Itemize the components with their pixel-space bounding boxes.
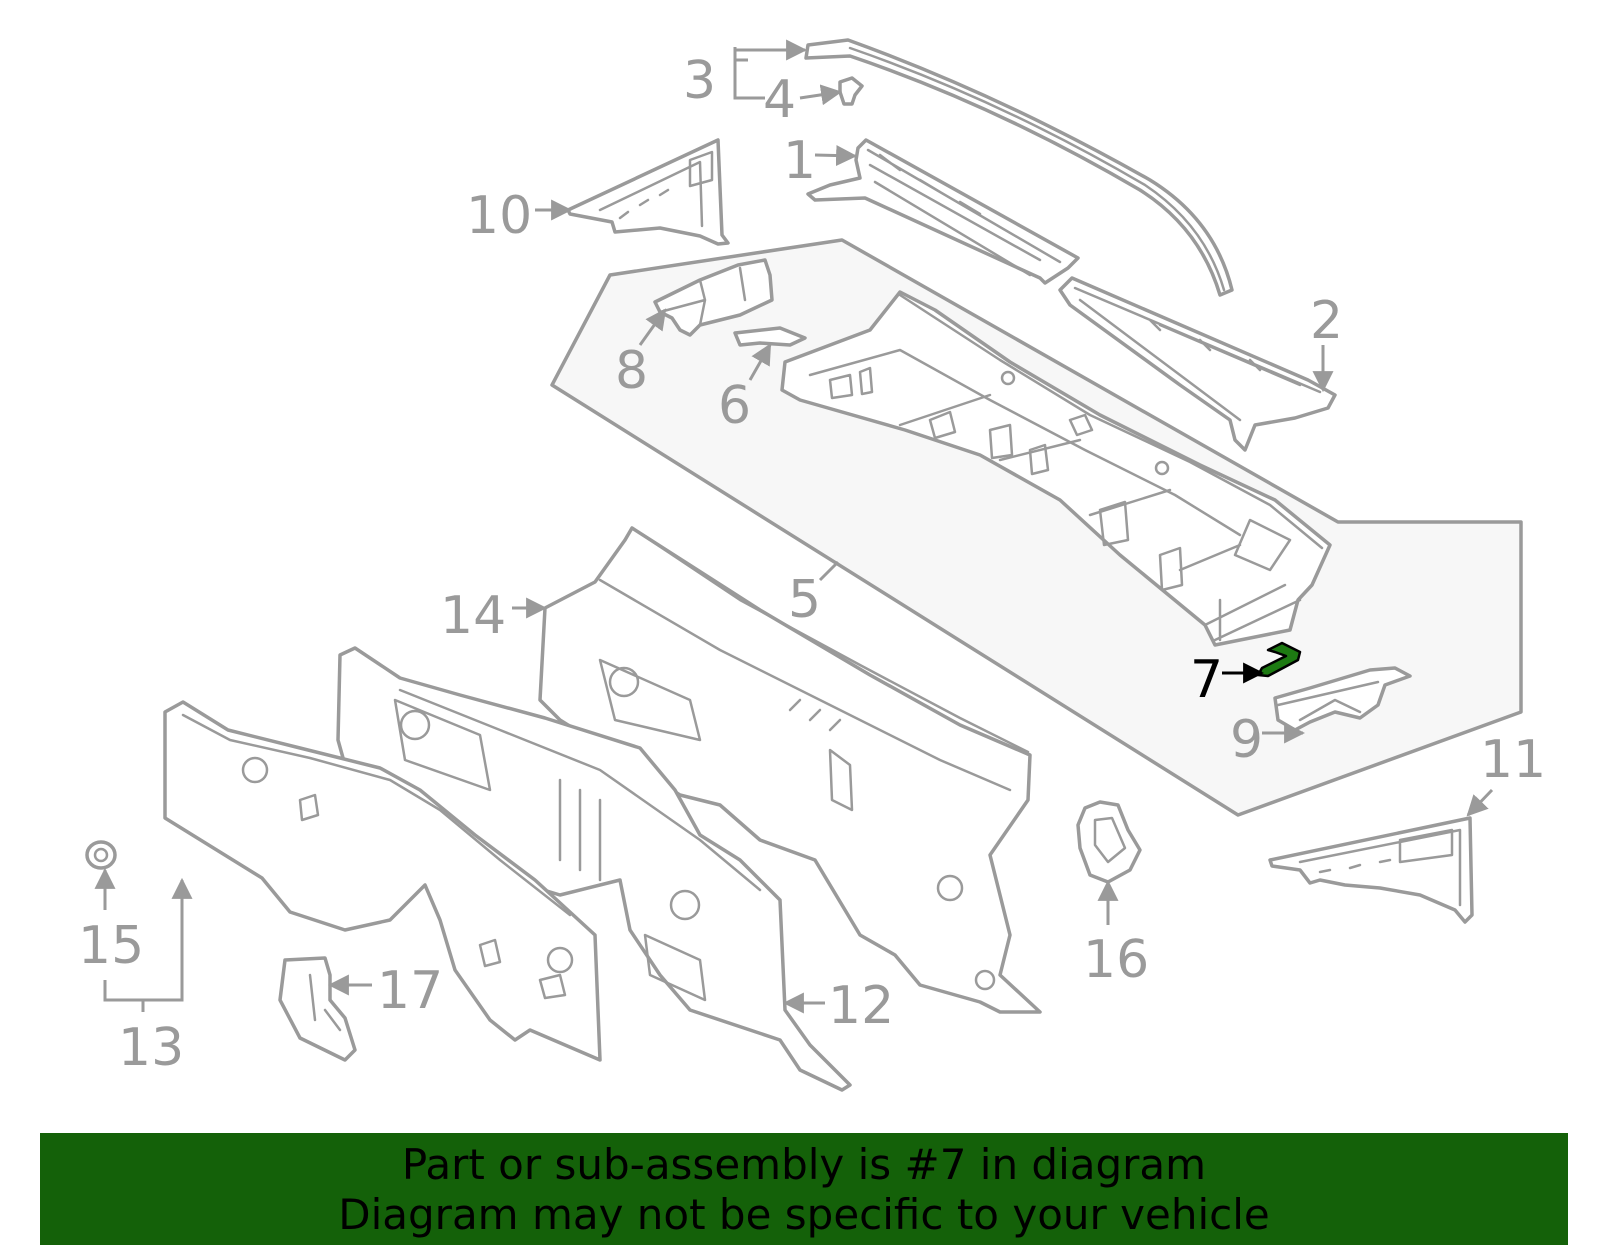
label-11: 11 <box>1480 730 1546 790</box>
part-16-boot[interactable] <box>1076 800 1142 884</box>
part-5-cowl-assembly[interactable] <box>780 290 1332 647</box>
label-5: 5 <box>788 570 821 630</box>
label-7: 7 <box>1190 650 1223 710</box>
label-14: 14 <box>440 586 506 646</box>
label-15: 15 <box>78 916 144 976</box>
part-6-small-bracket[interactable] <box>733 326 807 347</box>
label-8: 8 <box>615 341 648 401</box>
part-13-dash-insulator-front[interactable] <box>163 700 602 1062</box>
part-2-cowl-panel-right[interactable] <box>1058 276 1337 452</box>
label-4: 4 <box>763 70 796 130</box>
part-10-side-panel-left[interactable] <box>566 138 730 246</box>
label-3: 3 <box>683 51 716 111</box>
part-14-dash-panel[interactable] <box>538 526 1042 1014</box>
label-10: 10 <box>466 186 532 246</box>
part-17-bracket-lower[interactable] <box>278 956 357 1062</box>
part-3-cowl-top-reinforcement[interactable] <box>804 38 1234 297</box>
label-6: 6 <box>718 376 751 436</box>
part-11-side-panel-right[interactable] <box>1268 816 1474 924</box>
label-2: 2 <box>1310 291 1343 351</box>
label-17: 17 <box>377 961 443 1021</box>
label-12: 12 <box>828 976 894 1036</box>
part-15-grommet[interactable] <box>85 840 117 870</box>
part-4-clip[interactable] <box>838 76 864 106</box>
label-1: 1 <box>783 131 816 191</box>
banner-line-disclaimer: Diagram may not be specific to your vehi… <box>338 1190 1270 1239</box>
part-8-bracket[interactable] <box>653 258 774 337</box>
leader-lines <box>94 39 1494 1014</box>
label-16: 16 <box>1083 930 1149 990</box>
part-1-cowl-panel[interactable] <box>806 138 1080 285</box>
label-9: 9 <box>1230 710 1263 770</box>
info-banner: Part or sub-assembly is #7 in diagram Di… <box>40 1133 1568 1245</box>
banner-line-part: Part or sub-assembly is #7 in diagram <box>401 1140 1207 1189</box>
label-13: 13 <box>118 1018 184 1078</box>
